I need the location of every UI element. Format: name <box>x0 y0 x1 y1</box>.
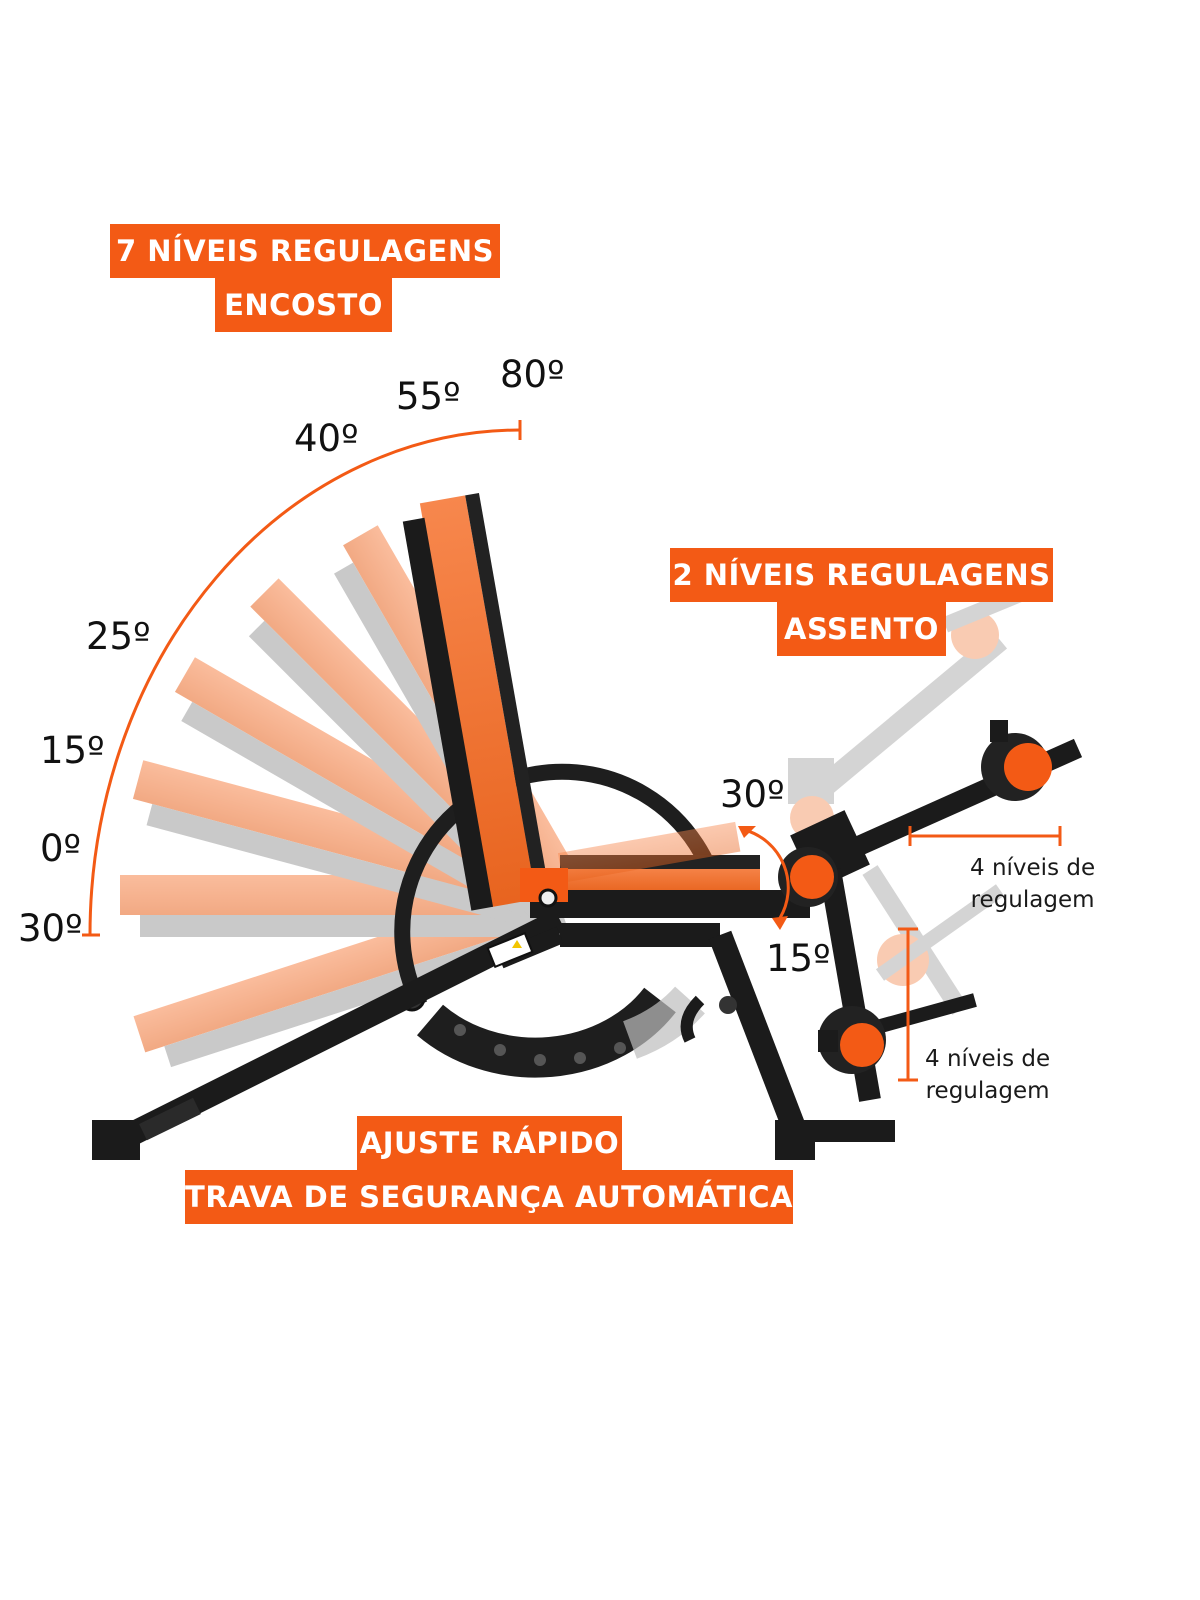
ghost-leg-holder-positions <box>788 582 1034 1015</box>
seat-title-line2: ASSENTO <box>777 602 946 656</box>
seat-angle-label-15: 15º <box>766 937 831 980</box>
backrest-title-line2: ENCOSTO <box>215 278 392 332</box>
seat-title-line1: 2 NÍVEIS REGULAGENS <box>670 548 1053 602</box>
angle-label-55: 55º <box>396 375 461 418</box>
backrest-pad-upright <box>402 492 551 911</box>
vertical-adjust-note: 4 níveis de regulagem <box>925 1043 1050 1107</box>
angle-label-0: 0º <box>40 827 81 870</box>
seat-pad <box>556 821 764 904</box>
angle-label-40: 40º <box>294 417 359 460</box>
angle-label-decline-30: 30º <box>18 907 83 950</box>
vertical-adjust-dimension <box>898 927 918 1082</box>
footer-line1: AJUSTE RÁPIDO <box>357 1116 622 1170</box>
horizontal-adjust-note-line2: regulagem <box>970 887 1095 913</box>
backrest-angle-arc <box>82 420 522 937</box>
horizontal-adjust-dimension <box>908 826 1062 846</box>
angle-label-25: 25º <box>86 615 151 658</box>
horizontal-adjust-note: 4 níveis de regulagem <box>970 852 1095 916</box>
angle-label-15: 15º <box>40 729 105 772</box>
backrest-title-line1: 7 NÍVEIS REGULAGENS <box>110 224 500 278</box>
angle-label-80: 80º <box>500 353 565 396</box>
hinge <box>520 868 568 908</box>
leg-holder-assembly <box>778 720 1083 1102</box>
footer-line2: TRAVA DE SEGURANÇA AUTOMÁTICA <box>185 1170 793 1224</box>
horizontal-adjust-note-line1: 4 níveis de <box>970 855 1096 881</box>
vertical-adjust-note-line2: regulagem <box>925 1078 1050 1104</box>
vertical-adjust-note-line1: 4 níveis de <box>925 1046 1051 1072</box>
seat-angle-arc <box>738 826 790 930</box>
seat-angle-label-30: 30º <box>720 773 785 816</box>
